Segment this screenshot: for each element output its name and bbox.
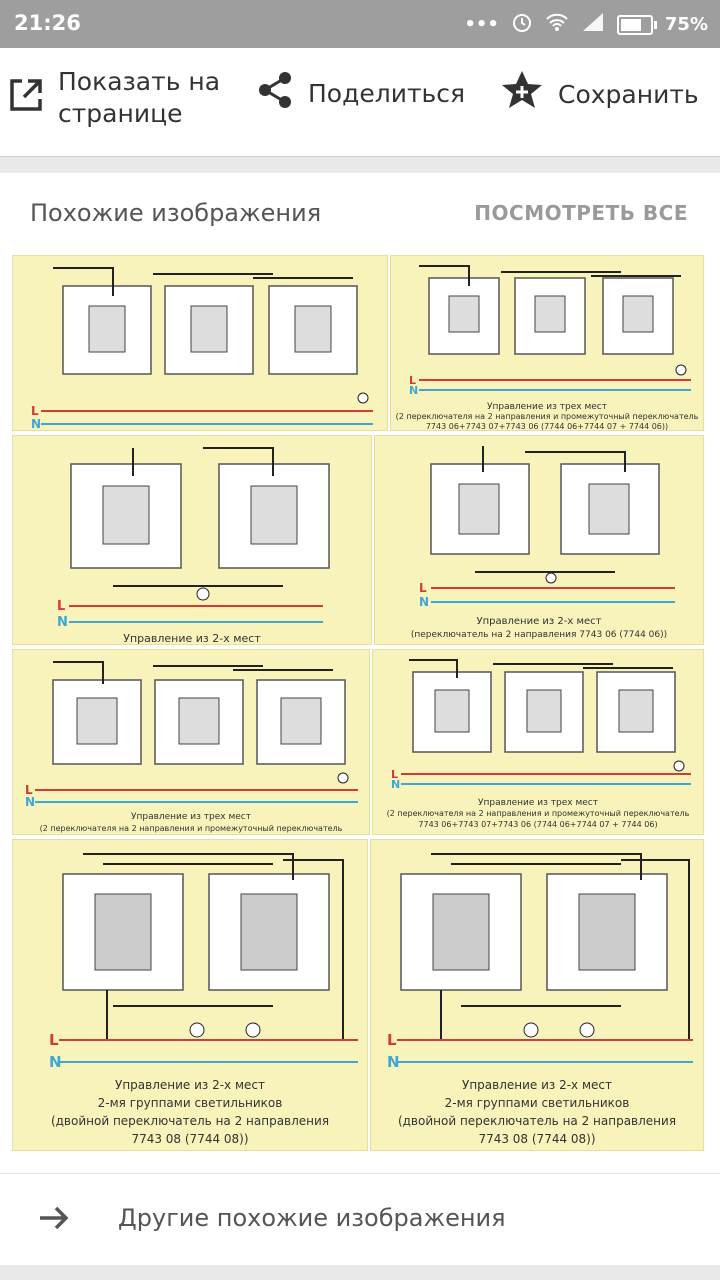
svg-text:L: L <box>25 783 33 797</box>
wiring-diagram-8: L N <box>387 853 693 1071</box>
thumb-2-caption-3: 7743 06+7743 07+7743 06 (7744 06+7744 07… <box>425 422 669 431</box>
open-external-icon <box>8 77 44 119</box>
divider-gap <box>0 157 720 173</box>
wiring-diagram-3: L N <box>57 447 330 630</box>
thumb-5-caption-1: Управление из трех мест <box>130 812 251 822</box>
similar-images-card: Похожие изображения ПОСМОТРЕТЬ ВСЕ L N <box>0 173 720 1173</box>
svg-text:L: L <box>57 599 65 614</box>
svg-text:L: L <box>409 374 416 387</box>
status-time: 21:26 <box>14 11 81 35</box>
thumb-7-caption-4: 7743 08 (7744 08)) <box>131 1132 249 1146</box>
similar-image-thumb-2[interactable]: L N Управление из трех мест (2 переключа… <box>390 255 704 431</box>
thumb-8-caption-3: (двойной переключатель на 2 направления <box>397 1114 677 1128</box>
svg-text:N: N <box>49 1053 62 1071</box>
more-similar-images-row[interactable]: Другие похожие изображения <box>0 1173 720 1266</box>
battery-percent: 75% <box>664 14 708 35</box>
thumb-4-caption-1: Управление из 2-х мест <box>476 616 602 627</box>
wiring-diagram-2: L N <box>409 265 691 397</box>
svg-text:L: L <box>49 1031 59 1049</box>
save-label: Сохранить <box>558 79 699 109</box>
label-N: N <box>31 417 41 431</box>
wiring-diagram-1: L N <box>31 267 373 431</box>
share-button[interactable]: Поделиться <box>256 70 465 116</box>
similar-image-thumb-3[interactable]: L N Управление из 2-х мест <box>12 435 372 645</box>
thumb-4-caption-2: (переключатель на 2 направления 7743 06 … <box>410 630 668 640</box>
thumb-3-caption-1: Управление из 2-х мест <box>123 632 261 645</box>
open-label-line1: Показать на <box>58 67 221 96</box>
similar-image-thumb-1[interactable]: L N <box>12 255 388 431</box>
svg-text:N: N <box>387 1053 400 1071</box>
wiring-diagram-7: L N <box>49 853 358 1071</box>
svg-text:L: L <box>387 1031 397 1049</box>
similar-image-thumb-7[interactable]: L N Управление из 2-х мест 2-мя группами… <box>12 839 368 1151</box>
status-bar: 21:26 ••• 75% <box>0 0 720 48</box>
thumb-6-caption-1: Управление из трех мест <box>477 798 598 808</box>
wiring-diagram-6: L N <box>391 659 691 791</box>
status-icons: ••• 75% <box>464 11 708 38</box>
action-bar: Показать на странице Поделиться Сохранит… <box>0 48 720 157</box>
share-icon <box>256 70 294 116</box>
similar-image-thumb-5[interactable]: L N Управление из трех мест (2 переключа… <box>12 649 370 835</box>
arrow-right-icon <box>36 1200 72 1240</box>
svg-text:N: N <box>391 778 400 791</box>
svg-text:L: L <box>419 581 427 595</box>
similar-image-thumb-6[interactable]: L N Управление из трех мест (2 переключа… <box>372 649 704 835</box>
wiring-diagram-4: L N <box>419 446 675 609</box>
svg-text:N: N <box>419 595 429 609</box>
see-all-button[interactable]: ПОСМОТРЕТЬ ВСЕ <box>474 201 688 225</box>
thumb-8-caption-2: 2-мя группами светильников <box>444 1096 630 1110</box>
thumb-7-caption-3: (двойной переключатель на 2 направления <box>50 1114 330 1128</box>
save-button[interactable]: Сохранить <box>500 70 699 118</box>
similar-images-title: Похожие изображения <box>30 199 322 227</box>
alarm-icon <box>511 11 533 38</box>
thumb-2-caption-1: Управление из трех мест <box>486 402 607 412</box>
thumb-7-caption-2: 2-мя группами светильников <box>97 1096 283 1110</box>
thumb-5-caption-2: (2 переключателя на 2 направления и пром… <box>39 824 343 833</box>
dots-icon: ••• <box>464 14 499 35</box>
bottom-edge <box>0 1265 720 1280</box>
share-label: Поделиться <box>308 78 466 108</box>
svg-text:N: N <box>57 615 68 630</box>
thumb-7-caption-1: Управление из 2-х мест <box>115 1078 265 1092</box>
similar-image-thumb-4[interactable]: L N Управление из 2-х мест (переключател… <box>374 435 704 645</box>
thumb-6-caption-2: (2 переключателя на 2 направления и пром… <box>386 809 690 818</box>
thumb-6-caption-3: 7743 06+7743 07+7743 06 (7744 06+7744 07… <box>418 820 658 829</box>
similar-image-thumb-8[interactable]: L N Управление из 2-х мест 2-мя группами… <box>370 839 704 1151</box>
label-L: L <box>31 404 39 418</box>
wiring-diagram-5: L N <box>25 661 358 809</box>
thumb-2-caption-2: (2 переключателя на 2 направления и пром… <box>395 412 699 421</box>
battery-icon <box>616 14 657 35</box>
svg-text:N: N <box>25 795 35 809</box>
thumb-8-caption-1: Управление из 2-х мест <box>462 1078 612 1092</box>
thumb-8-caption-4: 7743 08 (7744 08)) <box>478 1132 596 1146</box>
star-plus-icon <box>500 70 544 118</box>
svg-text:N: N <box>409 384 418 397</box>
open-label-line2: странице <box>58 99 183 128</box>
signal-icon <box>581 12 605 37</box>
svg-text:L: L <box>391 768 398 781</box>
more-similar-images-label: Другие похожие изображения <box>118 1204 506 1232</box>
open-on-page-button[interactable]: Показать на странице <box>8 66 238 130</box>
wifi-icon <box>545 12 569 37</box>
